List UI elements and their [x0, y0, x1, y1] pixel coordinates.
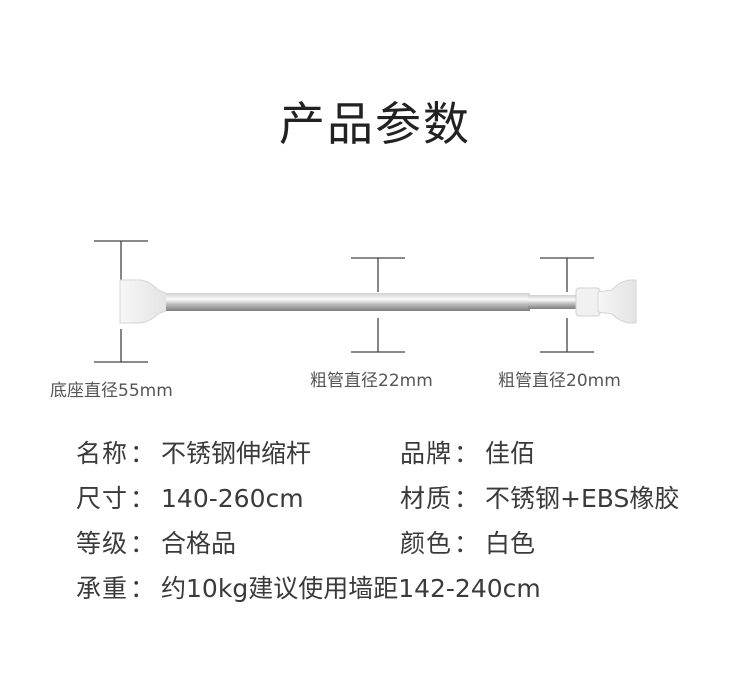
spec-key: 名称 — [76, 439, 129, 468]
spec-value: 不锈钢伸缩杆 — [161, 439, 312, 468]
tension-rod-image — [119, 279, 637, 324]
thin-tube-dimension-marker — [540, 257, 594, 353]
spec-table: 名称：不锈钢伸缩杆 品牌：佳佰 尺寸：140-260cm 材质：不锈钢+EBS橡… — [76, 434, 716, 614]
spec-separator: ： — [454, 484, 480, 513]
spec-item-material: 材质：不锈钢+EBS橡胶 — [400, 479, 679, 515]
spec-separator: ： — [130, 439, 156, 468]
spec-key: 等级 — [76, 529, 129, 558]
spec-row: 名称：不锈钢伸缩杆 品牌：佳佰 — [76, 434, 716, 479]
spec-row: 等级：合格品 颜色：白色 — [76, 524, 716, 569]
spec-separator: ： — [454, 439, 480, 468]
spec-item-size: 尺寸：140-260cm — [76, 479, 304, 515]
spec-value: 140-260cm — [161, 484, 304, 513]
page-title: 产品参数 — [279, 97, 471, 151]
spec-item-color: 颜色：白色 — [400, 524, 535, 560]
joint-collar — [575, 287, 601, 317]
spec-value: 佳佰 — [485, 439, 536, 468]
thick-tube-diameter-label: 粗管直径22mm — [310, 371, 433, 391]
spec-separator: ： — [130, 574, 156, 603]
spec-key: 材质 — [400, 484, 453, 513]
spec-separator: ： — [130, 529, 156, 558]
thin-tube-diameter-label: 粗管直径20mm — [498, 371, 621, 391]
spec-row: 尺寸：140-260cm 材质：不锈钢+EBS橡胶 — [76, 479, 716, 524]
spec-item-grade: 等级：合格品 — [76, 524, 236, 560]
spec-separator: ： — [130, 484, 156, 513]
base-dimension-marker — [94, 240, 148, 363]
thick-tube-dimension-marker — [351, 257, 405, 353]
spec-key: 品牌 — [400, 439, 453, 468]
left-end-cap — [119, 279, 169, 324]
spec-separator: ： — [454, 529, 480, 558]
thick-tube — [166, 293, 530, 311]
base-diameter-label: 底座直径55mm — [50, 381, 173, 401]
thin-tube — [528, 295, 580, 309]
spec-item-name: 名称：不锈钢伸缩杆 — [76, 434, 311, 470]
spec-item-load: 承重：约10kg建议使用墙距142-240cm — [76, 569, 541, 605]
spec-value: 约10kg建议使用墙距142-240cm — [161, 574, 541, 603]
spec-value: 白色 — [485, 529, 536, 558]
spec-value: 合格品 — [161, 529, 237, 558]
rod-dimension-diagram — [94, 240, 637, 363]
spec-item-brand: 品牌：佳佰 — [400, 434, 535, 470]
spec-key: 尺寸 — [76, 484, 129, 513]
spec-key: 承重 — [76, 574, 129, 603]
spec-key: 颜色 — [400, 529, 453, 558]
right-end-cap — [597, 279, 637, 324]
spec-value: 不锈钢+EBS橡胶 — [485, 484, 680, 513]
spec-row: 承重：约10kg建议使用墙距142-240cm — [76, 569, 716, 614]
